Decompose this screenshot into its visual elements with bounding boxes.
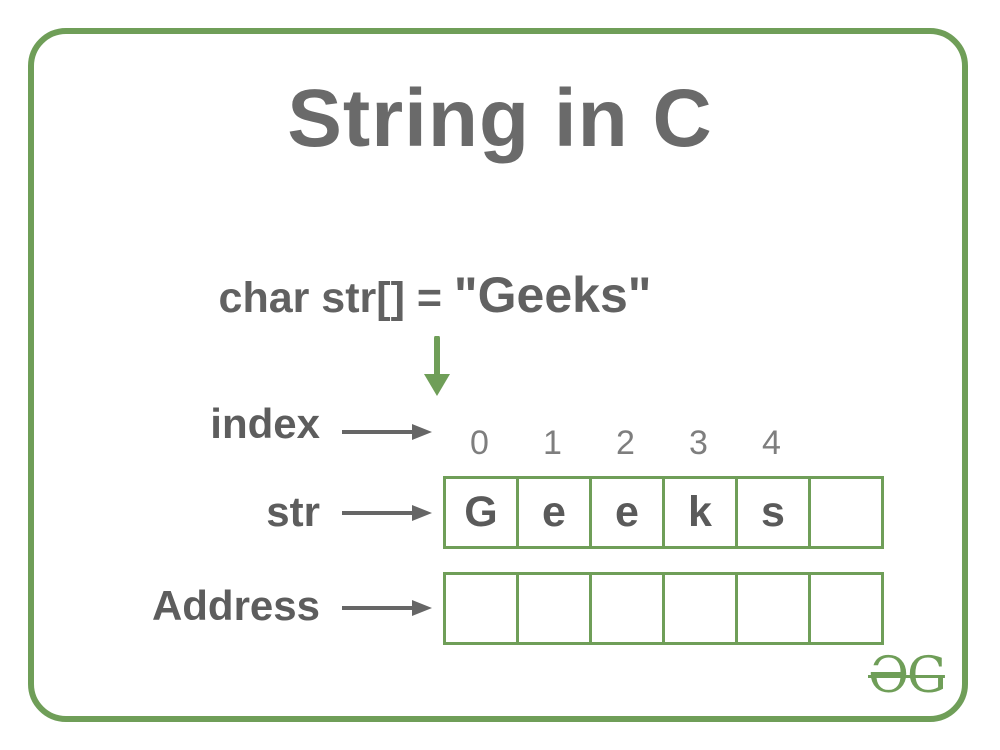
- str-cell: e: [516, 476, 592, 549]
- str-cell: k: [662, 476, 738, 549]
- declaration-prefix: char str[] =: [218, 274, 454, 322]
- address-label: Address: [151, 582, 320, 629]
- index-label: index: [210, 400, 320, 447]
- right-arrow-icon: [342, 424, 432, 440]
- index-number: 1: [543, 424, 562, 462]
- str-cell-row: G e e k s: [443, 476, 884, 549]
- address-cell: [589, 572, 665, 645]
- str-cell: s: [735, 476, 811, 549]
- index-number: 3: [689, 424, 708, 462]
- address-cell: [808, 572, 884, 645]
- address-cell: [443, 572, 519, 645]
- right-arrow-icon: [342, 505, 432, 521]
- address-cell: [516, 572, 592, 645]
- str-cell: G: [443, 476, 519, 549]
- geeksforgeeks-logo: ƏG: [868, 646, 947, 704]
- index-number: 4: [762, 424, 781, 462]
- down-arrow-icon: [424, 336, 450, 396]
- str-cell: e: [589, 476, 665, 549]
- str-label: str: [266, 488, 320, 535]
- index-number: 0: [470, 424, 489, 462]
- str-cell: [808, 476, 884, 549]
- address-cell: [662, 572, 738, 645]
- page-title: String in C: [287, 73, 713, 164]
- address-cell: [735, 572, 811, 645]
- index-number-row: 0 1 2 3 4: [443, 424, 808, 463]
- index-number: 2: [616, 424, 635, 462]
- address-cell-row: [443, 572, 884, 645]
- code-declaration: char str[] = "Geeks": [0, 266, 870, 324]
- declaration-value: "Geeks": [453, 267, 652, 323]
- right-arrow-icon: [342, 600, 432, 616]
